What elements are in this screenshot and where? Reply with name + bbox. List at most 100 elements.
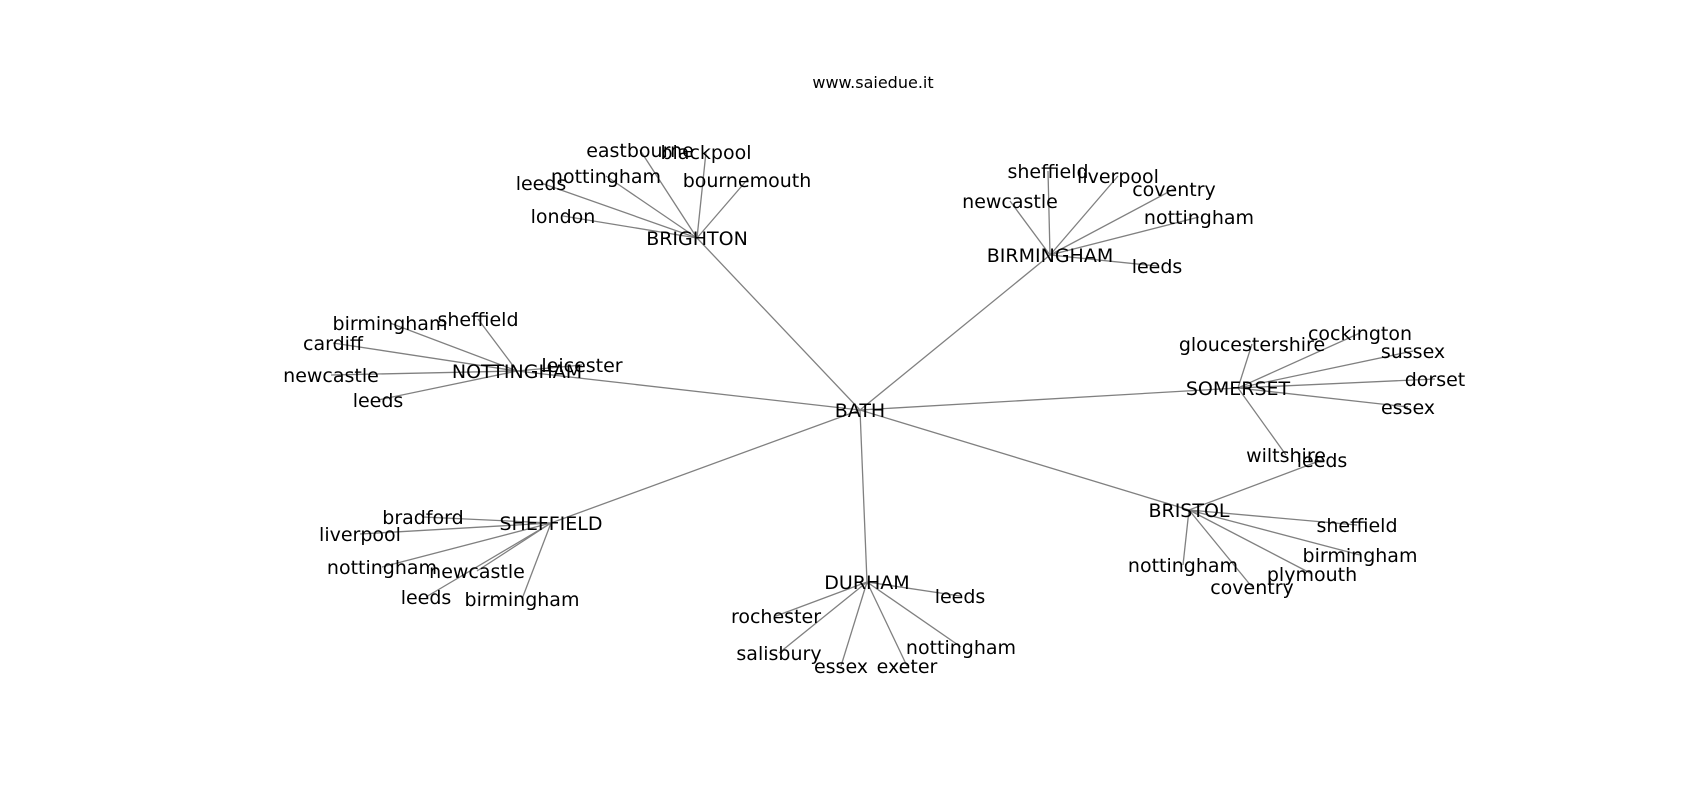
- leaf-node-durham-rochester: rochester: [731, 606, 821, 628]
- edge-root-birmingham: [859, 254, 1051, 411]
- graph-title: www.saiedue.it: [812, 73, 933, 92]
- hub-node-bristol: BRISTOL: [1148, 500, 1229, 522]
- leaf-node-bristol-coventry: coventry: [1210, 577, 1294, 599]
- leaf-node-somerset-wiltshire: wiltshire: [1246, 445, 1326, 467]
- edge-root-somerset: [859, 387, 1239, 411]
- edge-durham-essex: [840, 581, 868, 667]
- leaf-node-brighton-bournemouth: bournemouth: [683, 170, 812, 192]
- leaf-node-somerset-essex: essex: [1381, 397, 1435, 419]
- leaf-node-somerset-gloucestershire: gloucestershire: [1179, 334, 1325, 356]
- edge-nottingham-leeds: [377, 370, 518, 401]
- leaf-node-brighton-nottingham: nottingham: [551, 166, 661, 188]
- leaf-node-sheffield-leeds: leeds: [401, 587, 452, 609]
- edge-birmingham-nottingham: [1049, 216, 1200, 256]
- edge-bristol-nottingham: [1182, 509, 1190, 566]
- edge-durham-exeter: [866, 581, 908, 667]
- edge-sheffield-nottingham: [381, 522, 552, 568]
- labels-layer: BATHBRIGHTONeastbourneblackpoolnottingha…: [283, 140, 1465, 678]
- hub-node-somerset: SOMERSET: [1186, 378, 1291, 400]
- edge-brighton-blackpool: [696, 151, 707, 239]
- leaf-node-bristol-sheffield: sheffield: [1316, 515, 1397, 537]
- leaf-node-birmingham-sheffield: sheffield: [1007, 161, 1088, 183]
- leaf-node-durham-salisbury: salisbury: [736, 643, 821, 665]
- hub-node-birmingham: BIRMINGHAM: [987, 245, 1113, 267]
- edge-bristol-birmingham: [1188, 509, 1361, 556]
- edge-bristol-plymouth: [1188, 509, 1313, 575]
- edge-root-durham: [859, 409, 868, 583]
- leaf-node-birmingham-nottingham: nottingham: [1144, 207, 1254, 229]
- leaf-node-nottingham-cardiff: cardiff: [303, 333, 364, 355]
- edge-bristol-leeds: [1188, 459, 1323, 511]
- edge-somerset-essex: [1237, 387, 1409, 408]
- leaf-node-bristol-plymouth: plymouth: [1267, 564, 1357, 586]
- leaf-node-brighton-leeds: leeds: [516, 173, 567, 195]
- edge-birmingham-newcastle: [1009, 200, 1051, 256]
- edge-brighton-bournemouth: [696, 179, 748, 239]
- leaf-node-nottingham-leeds: leeds: [353, 390, 404, 412]
- hub-node-brighton: BRIGHTON: [646, 228, 748, 250]
- leaf-node-durham-essex: essex: [814, 656, 868, 678]
- edge-sheffield-birmingham: [521, 522, 552, 600]
- leaf-node-durham-exeter: exeter: [877, 656, 938, 678]
- edge-brighton-leeds: [540, 182, 698, 239]
- edge-durham-salisbury: [778, 581, 868, 654]
- edge-birmingham-leeds: [1049, 254, 1158, 267]
- edge-brighton-nottingham: [605, 175, 698, 239]
- leaf-node-somerset-cockington: cockington: [1308, 323, 1412, 345]
- edge-birmingham-sheffield: [1047, 170, 1051, 256]
- edge-root-nottingham: [516, 370, 861, 411]
- leaf-node-sheffield-newcastle: newcastle: [429, 561, 525, 583]
- leaf-node-brighton-london: london: [531, 206, 596, 228]
- edge-root-bristol: [859, 409, 1190, 511]
- leaf-node-nottingham-birmingham: birmingham: [333, 313, 448, 335]
- leaf-node-bristol-leeds: leeds: [1297, 450, 1348, 472]
- edge-durham-leeds: [866, 581, 961, 597]
- leaf-node-sheffield-bradford: bradford: [382, 507, 463, 529]
- edge-brighton-eastbourne: [639, 149, 698, 239]
- edge-sheffield-leeds: [425, 522, 552, 598]
- edge-root-brighton: [696, 237, 861, 411]
- leaf-node-nottingham-sheffield: sheffield: [437, 309, 518, 331]
- root-node-label: BATH: [835, 400, 885, 422]
- edge-bristol-sheffield: [1188, 509, 1358, 526]
- leaf-node-birmingham-coventry: coventry: [1132, 179, 1216, 201]
- leaf-node-durham-nottingham: nottingham: [906, 637, 1016, 659]
- leaf-node-sheffield-birmingham: birmingham: [465, 589, 580, 611]
- edge-somerset-cockington: [1237, 332, 1361, 389]
- edge-brighton-london: [562, 215, 698, 239]
- leaf-node-brighton-blackpool: blackpool: [660, 142, 751, 164]
- edge-sheffield-liverpool: [359, 522, 552, 535]
- hub-node-sheffield: SHEFFIELD: [499, 513, 602, 535]
- edge-durham-nottingham: [866, 581, 962, 648]
- edge-nottingham-sheffield: [477, 318, 518, 372]
- edges-layer: [330, 149, 1436, 667]
- leaf-node-bristol-birmingham: birmingham: [1303, 545, 1418, 567]
- leaf-node-birmingham-newcastle: newcastle: [962, 191, 1058, 213]
- leaf-node-somerset-dorset: dorset: [1405, 369, 1466, 391]
- leaf-node-durham-leeds: leeds: [935, 586, 986, 608]
- edge-birmingham-coventry: [1049, 188, 1175, 256]
- leaf-node-brighton-eastbourne: eastbourne: [586, 140, 694, 162]
- leaf-node-sheffield-liverpool: liverpool: [319, 524, 401, 546]
- edge-nottingham-newcastle: [330, 370, 518, 376]
- edge-durham-rochester: [775, 581, 868, 617]
- hub-node-durham: DURHAM: [824, 572, 909, 594]
- edge-sheffield-bradford: [422, 516, 552, 524]
- edge-bristol-coventry: [1188, 509, 1253, 588]
- edge-birmingham-liverpool: [1049, 175, 1119, 256]
- edge-somerset-wiltshire: [1237, 387, 1287, 456]
- leaf-node-bristol-nottingham: nottingham: [1128, 555, 1238, 577]
- leaf-node-nottingham-newcastle: newcastle: [283, 365, 379, 387]
- edge-somerset-gloucestershire: [1237, 343, 1253, 389]
- edge-nottingham-birmingham: [389, 322, 518, 372]
- edge-root-sheffield: [550, 409, 861, 524]
- hub-node-nottingham: NOTTINGHAM: [452, 361, 582, 383]
- leaf-node-sheffield-nottingham: nottingham: [327, 557, 437, 579]
- leaf-node-birmingham-leeds: leeds: [1132, 256, 1183, 278]
- leaf-node-somerset-sussex: sussex: [1381, 341, 1445, 363]
- leaf-node-birmingham-liverpool: liverpool: [1077, 166, 1159, 188]
- leaf-node-nottingham-leicester: leicester: [541, 355, 622, 377]
- edge-nottingham-cardiff: [332, 342, 518, 372]
- edge-nottingham-leicester: [516, 364, 583, 372]
